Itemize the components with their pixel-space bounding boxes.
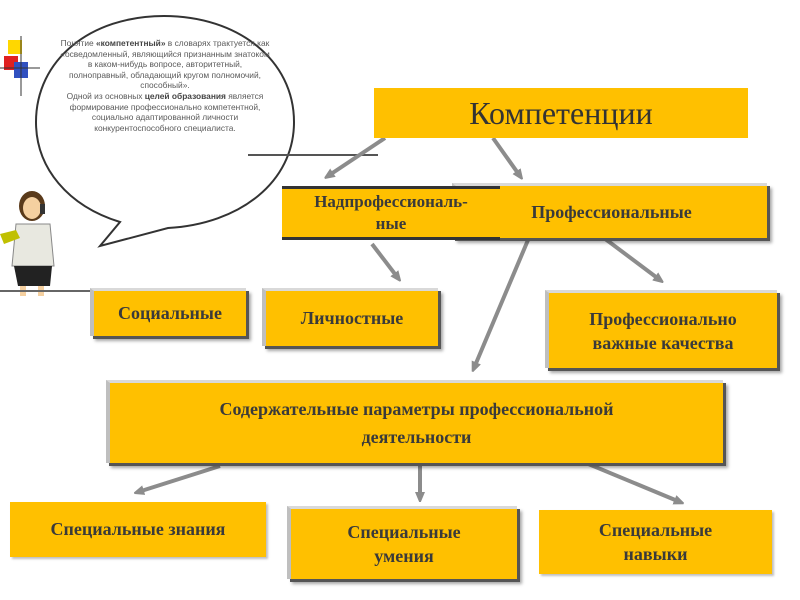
node-special-knowledge: Специальные знания [10, 502, 266, 557]
node-content-parameters: Содержательные параметры профессионально… [106, 380, 723, 463]
arrow [474, 240, 528, 368]
arrow [493, 138, 520, 176]
arrow [372, 244, 398, 278]
node-label: Профессиональные [531, 202, 692, 223]
node-label: Надпрофессиональ- ные [314, 191, 468, 235]
node-personal: Личностные [262, 288, 438, 346]
node-special-skills: Специальные умения [287, 506, 517, 579]
node-supraprofessional: Надпрофессиональ- ные [282, 186, 500, 240]
arrow [138, 466, 220, 492]
node-label: Социальные [118, 303, 222, 324]
diagram-title: Компетенции [469, 95, 652, 132]
node-professionally-important-qualities: Профессионально важные качества [545, 290, 777, 368]
node-label: Специальные навыки [599, 518, 712, 566]
arrow [574, 458, 680, 502]
node-social: Социальные [90, 288, 246, 336]
arrow [328, 138, 385, 176]
node-label: Специальные умения [347, 520, 460, 568]
title-box: Компетенции [374, 88, 748, 138]
node-label: Профессионально важные качества [589, 307, 737, 355]
node-label: Личностные [301, 308, 404, 329]
node-special-habits: Специальные навыки [539, 510, 772, 574]
arrow [604, 238, 660, 280]
node-label: Специальные знания [51, 519, 226, 540]
node-label: Содержательные параметры профессионально… [219, 395, 613, 451]
